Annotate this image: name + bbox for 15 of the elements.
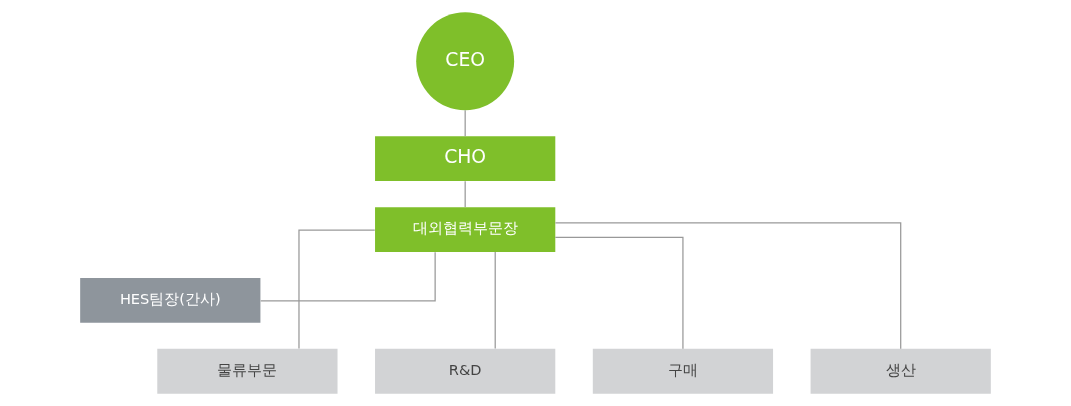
node-circle: CEO	[416, 12, 515, 111]
connector	[494, 251, 496, 350]
node-box: 구매	[592, 348, 774, 394]
connector	[260, 251, 436, 302]
node-box: HES팀장(간사)	[80, 278, 261, 323]
node-box: 물류부문	[157, 348, 338, 394]
node-box: CHO	[375, 136, 556, 182]
node-box: 대외협력부문장	[375, 207, 556, 252]
connector	[298, 229, 376, 350]
connector	[464, 109, 466, 137]
node-box: R&D	[375, 348, 556, 394]
connector	[464, 180, 466, 208]
connector	[554, 222, 902, 350]
node-box: 생산	[810, 348, 991, 394]
connector	[554, 236, 684, 350]
